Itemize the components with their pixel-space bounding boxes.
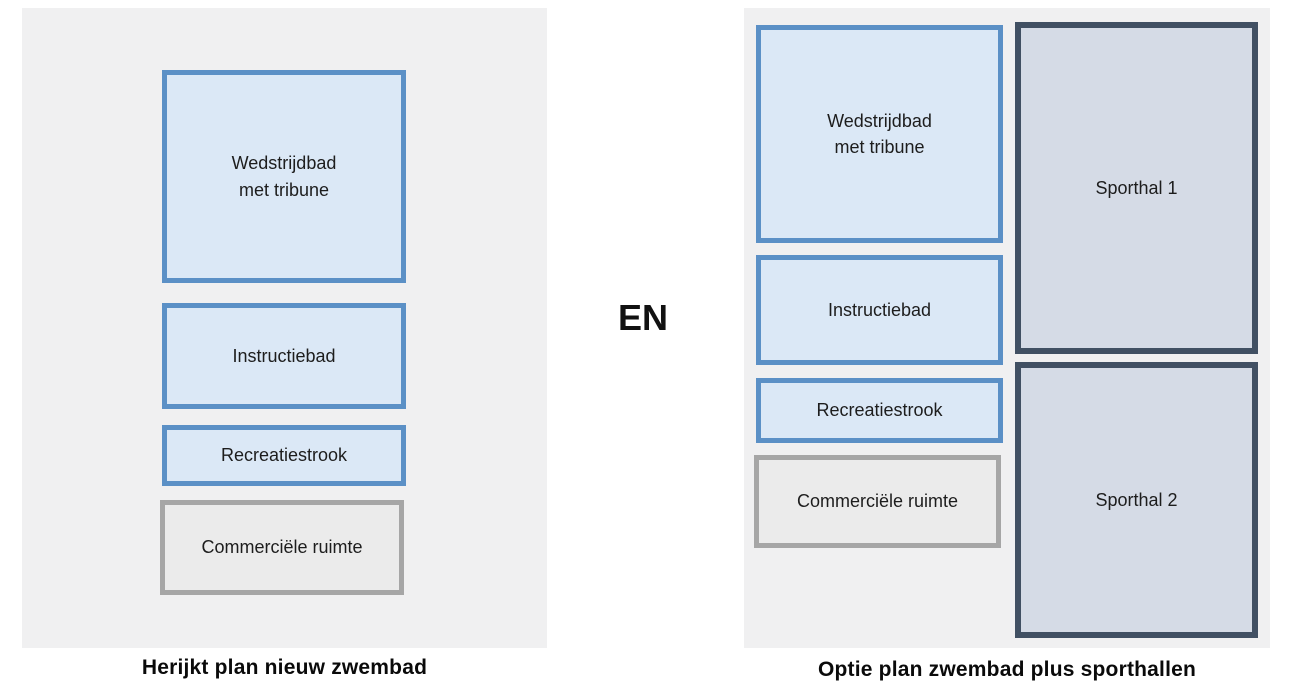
right-box-sporthal-1-label: Sporthal 1	[1095, 177, 1178, 198]
right-box-sporthal-1: Sporthal 1	[1015, 22, 1258, 354]
right-box-commerciele-ruimte: Commerciële ruimte	[754, 455, 1001, 548]
left-box-commerciele-ruimte-label: Commerciële ruimte	[201, 537, 363, 558]
right-box-recreatiestrook-label: Recreatiestrook	[816, 400, 943, 421]
left-box-recreatiestrook: Recreatiestrook	[162, 425, 406, 486]
and-connector-label: EN	[617, 297, 668, 338]
right-box-commerciele-ruimte-label: Commerciële ruimte	[796, 491, 959, 512]
left-box-recreatiestrook-label: Recreatiestrook	[220, 445, 348, 466]
left-box-instructiebad-label: Instructiebad	[232, 345, 336, 366]
left-box-wedstrijdbad-label: Wedstrijdbad met tribune	[231, 153, 337, 200]
right-box-instructiebad-label: Instructiebad	[827, 299, 932, 320]
right-plan-caption: Optie plan zwembad plus sporthallen	[817, 658, 1197, 681]
right-box-sporthal-2-label: Sporthal 2	[1095, 489, 1178, 510]
right-box-wedstrijdbad: Wedstrijdbad met tribune	[756, 25, 1003, 243]
left-box-commerciele-ruimte: Commerciële ruimte	[160, 500, 404, 595]
right-box-wedstrijdbad-label: Wedstrijdbad met tribune	[827, 110, 932, 157]
left-plan-caption: Herijkt plan nieuw zwembad	[141, 656, 428, 679]
left-plan-panel: Wedstrijdbad met tribune Instructiebad R…	[22, 8, 547, 648]
right-box-recreatiestrook: Recreatiestrook	[756, 378, 1003, 443]
right-box-sporthal-2: Sporthal 2	[1015, 362, 1258, 638]
right-box-instructiebad: Instructiebad	[756, 255, 1003, 365]
right-plan-panel: Wedstrijdbad met tribune Instructiebad R…	[744, 8, 1270, 648]
left-box-instructiebad: Instructiebad	[162, 303, 406, 409]
left-box-wedstrijdbad: Wedstrijdbad met tribune	[162, 70, 406, 283]
